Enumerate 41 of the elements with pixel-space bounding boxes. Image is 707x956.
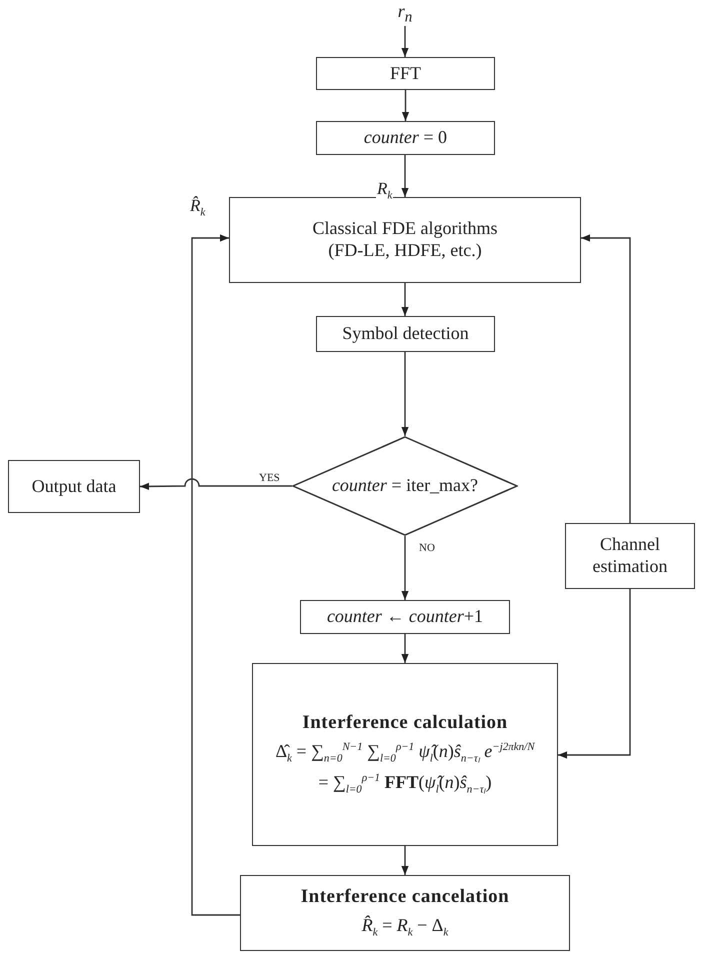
box-text: Symbol detection — [342, 323, 469, 345]
process-box — [229, 197, 581, 283]
arrow — [401, 352, 409, 436]
process-box — [316, 121, 495, 155]
arrow — [581, 234, 631, 523]
box-text: Output data — [32, 476, 116, 498]
box-text: counter = iter_max? — [332, 475, 478, 497]
arrow — [401, 536, 409, 600]
box-text: (FD-LE, HDFE, etc.) — [328, 240, 482, 262]
edge-label: R$_{k}$ — [376, 180, 394, 202]
process-box — [316, 316, 495, 352]
arrow — [401, 26, 409, 57]
box-text: Channel estimation — [592, 534, 668, 578]
box-heading: Interference cancelation — [300, 886, 510, 909]
box-text: counter = 0 — [364, 127, 448, 149]
signal-label: r$_{n}$ — [393, 2, 417, 26]
process-box — [565, 523, 695, 589]
arrow — [402, 90, 410, 121]
arrow — [191, 234, 240, 916]
arrow — [558, 589, 631, 759]
arrow — [401, 634, 409, 663]
formula: R̂$_{k}$ = R$_{k}$ − Δ$_{k}$ — [362, 915, 448, 940]
box-text: counter ← counter+1 — [326, 606, 484, 628]
formula: Δ̂$_{k}$ = ∑$_{n=0}$$^{N−1}$ ∑$_{l=0}$$^{ρ−1}$ ψ̂$_{l}$(n)ŝ$_{n−τₗ}$ e$^{−j2πkn/N}$ — [275, 741, 535, 766]
process-box — [316, 57, 495, 90]
box-heading: Interference calculation — [302, 712, 508, 736]
edge-label: YES — [258, 473, 281, 484]
arrow — [401, 846, 409, 875]
box-text: FFT — [390, 62, 422, 84]
arrow — [140, 478, 292, 490]
output-box — [8, 460, 140, 513]
process-box — [300, 600, 510, 634]
process-box — [240, 875, 570, 951]
edge-label: NO — [418, 543, 436, 554]
formula: = ∑$_{l=0}$$^{ρ−1}$ FFT(ψ̂$_{l}$(n)ŝ$_{n−τₗ}$) — [318, 772, 492, 797]
decision-diamond — [292, 436, 518, 536]
edge-label: R̂$_{k}$ — [189, 197, 206, 218]
process-box — [252, 663, 558, 846]
arrow — [401, 155, 409, 197]
box-text: Classical FDE algorithms — [312, 218, 498, 240]
arrow — [401, 283, 409, 316]
